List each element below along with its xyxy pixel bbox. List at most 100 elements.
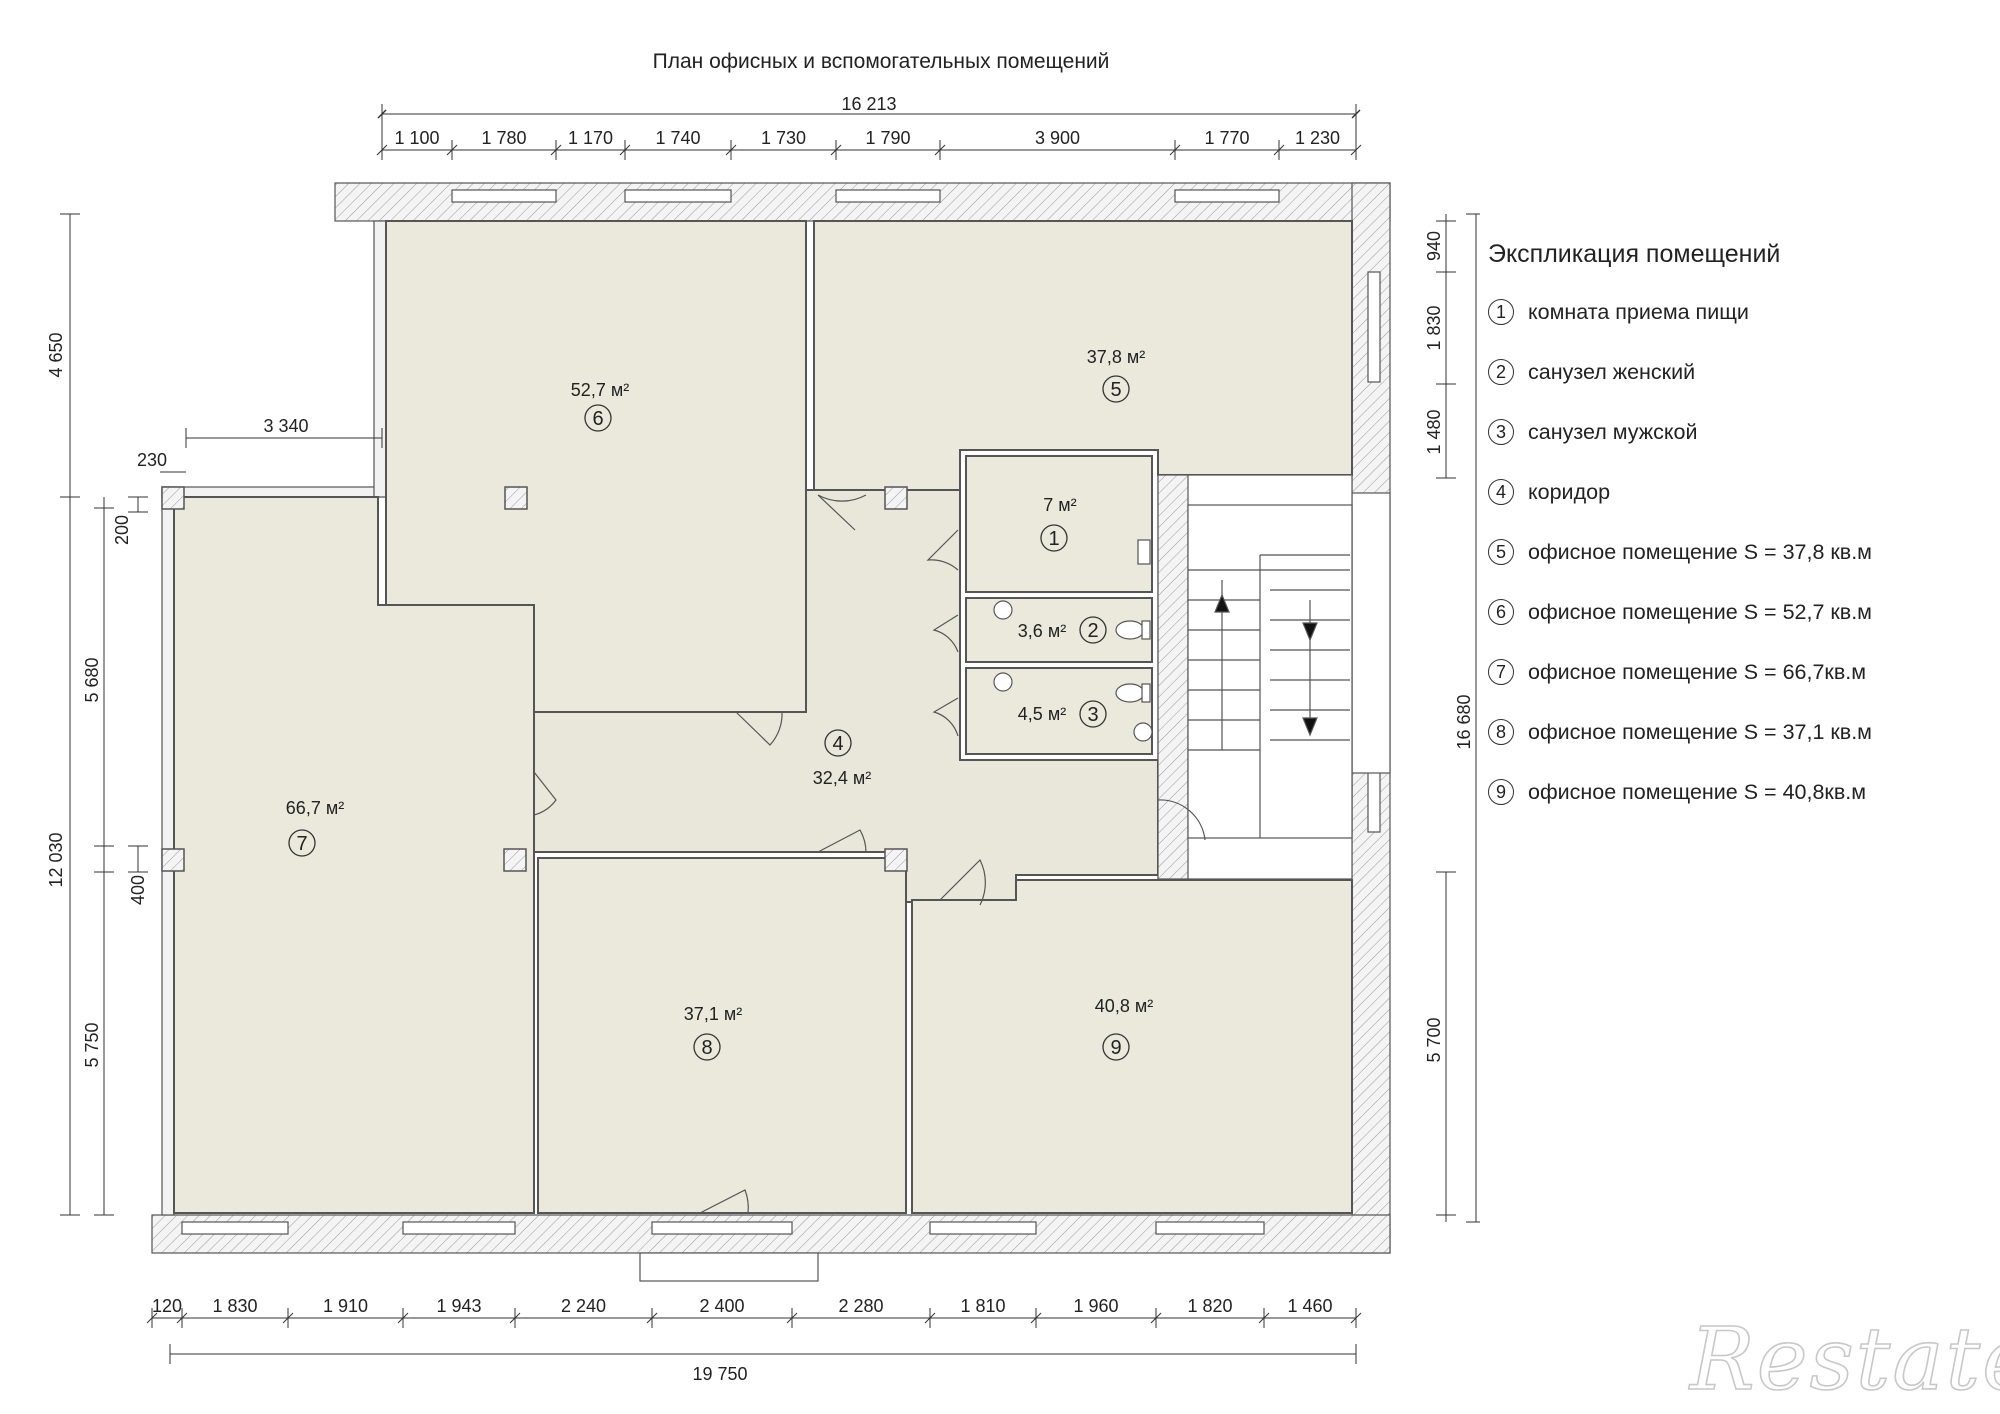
dimension-tick (1150, 1312, 1162, 1324)
legend-label: офисное помещение S = 52,7 кв.м (1528, 599, 1872, 624)
room-4-number: 4 (832, 733, 843, 755)
room-7-number: 7 (296, 833, 307, 855)
dim-bottom-segment: 2 400 (699, 1296, 744, 1316)
room-2-number: 2 (1087, 620, 1098, 642)
dim-left-200: 200 (112, 515, 132, 545)
left-dimensions (60, 213, 383, 1216)
room-7-area: 66,7 м² (286, 798, 344, 818)
dimension-tick (786, 1312, 798, 1324)
floor-plan: 7 м² 1 3,6 м² 2 4,5 м² 3 4 32,4 м² 37,8 … (46, 94, 1480, 1384)
dim-left-12030: 12 030 (46, 832, 66, 887)
room-8 (537, 857, 907, 1214)
legend-label: комната приема пищи (1528, 299, 1749, 324)
room-1-area: 7 м² (1043, 495, 1076, 515)
top-dimensions (376, 104, 1362, 160)
sink-icon (993, 600, 1013, 620)
dim-bottom-segment: 1 810 (960, 1296, 1005, 1316)
rooms (173, 220, 1353, 1214)
legend-label: офисное помещение S = 66,7кв.м (1528, 659, 1866, 684)
dim-left-4650: 4 650 (46, 332, 66, 377)
dim-right-16680: 16 680 (1454, 694, 1474, 749)
dim-bottom-segment: 1 820 (1187, 1296, 1232, 1316)
room-5-area: 37,8 м² (1087, 347, 1145, 367)
dimension-tick (176, 1312, 188, 1324)
dim-top-segment: 3 900 (1035, 128, 1080, 148)
dimension-tick (1169, 144, 1181, 156)
legend-number: 6 (1488, 599, 1514, 625)
dim-bottom-segment: 120 (152, 1296, 182, 1316)
room-labels: 7 м² 1 3,6 м² 2 4,5 м² 3 4 32,4 м² 37,8 … (286, 347, 1153, 1061)
legend-label: офисное помещение S = 37,8 кв.м (1528, 539, 1872, 564)
legend-label: коридор (1528, 479, 1611, 504)
dimension-tick (1350, 1312, 1362, 1324)
dimension-tick (924, 1312, 936, 1324)
dim-bottom-segment: 1 910 (323, 1296, 368, 1316)
room-9-number: 9 (1110, 1037, 1121, 1059)
dimension-tick (1258, 1312, 1270, 1324)
dimension-tick (282, 1312, 294, 1324)
dim-bottom-segment: 2 240 (561, 1296, 606, 1316)
room-8-area: 37,1 м² (684, 1004, 742, 1024)
dim-top-segment: 1 170 (568, 128, 613, 148)
watermark-logo: Restate (1689, 1309, 2000, 1411)
doors (533, 494, 986, 1214)
dim-top-total: 16 213 (841, 94, 896, 114)
dim-right-1480: 1 480 (1424, 409, 1444, 454)
legend-item: 4 коридор (1488, 477, 1988, 507)
dim-bottom-segment: 1 960 (1073, 1296, 1118, 1316)
room-5-number: 5 (1110, 379, 1121, 401)
legend-item: 6 офисное помещение S = 52,7 кв.м (1488, 597, 1988, 627)
legend-label: санузел женский (1528, 359, 1696, 384)
sink-icon (993, 672, 1013, 692)
dimension-tick (646, 1312, 658, 1324)
toilet-icon (1115, 683, 1145, 703)
dimension-tick (619, 144, 631, 156)
legend-number: 5 (1488, 539, 1514, 565)
dim-top-segment: 1 100 (394, 128, 439, 148)
dim-left-5750: 5 750 (82, 1022, 102, 1067)
dim-top-segment: 1 790 (865, 128, 910, 148)
legend-number: 2 (1488, 359, 1514, 385)
room-9 (911, 879, 1353, 1214)
dimension-tick (1350, 144, 1362, 156)
dim-top-segment: 1 730 (761, 128, 806, 148)
room-8-number: 8 (701, 1037, 712, 1059)
room-2-area: 3,6 м² (1018, 621, 1066, 641)
legend-number: 8 (1488, 719, 1514, 745)
dim-top-segment: 1 770 (1204, 128, 1249, 148)
dimension-tick (830, 144, 842, 156)
bottom-dimensions (146, 1308, 1362, 1364)
room-6-area: 52,7 м² (571, 380, 629, 400)
legend-label: офисное помещение S = 37,1 кв.м (1528, 719, 1872, 744)
toilet-icon (1115, 620, 1145, 640)
columns (161, 486, 908, 872)
legend-number: 3 (1488, 419, 1514, 445)
dim-left-5680: 5 680 (82, 657, 102, 702)
legend-title: Экспликация помещений (1488, 240, 1781, 268)
dim-step-3340: 3 340 (263, 416, 308, 436)
dim-right-1830: 1 830 (1424, 305, 1444, 350)
room-3-area: 4,5 м² (1018, 704, 1066, 724)
legend-number: 4 (1488, 479, 1514, 505)
dimension-tick (550, 144, 562, 156)
room-3-number: 3 (1087, 704, 1098, 726)
room-6-number: 6 (592, 408, 603, 430)
dimension-tick (376, 144, 388, 156)
room-1-number: 1 (1048, 528, 1059, 550)
sanitary-fixtures (993, 539, 1153, 742)
dim-bottom-segment: 1 460 (1287, 1296, 1332, 1316)
dim-right-940: 940 (1424, 231, 1444, 261)
dimension-tick (725, 144, 737, 156)
dimension-tick (1030, 1312, 1042, 1324)
dim-top-segment: 1 230 (1295, 128, 1340, 148)
dimension-tick (397, 1312, 409, 1324)
dimension-tick (509, 1312, 521, 1324)
legend-item: 2 санузел женский (1488, 357, 1988, 387)
legend-item: 8 офисное помещение S = 37,1 кв.м (1488, 717, 1988, 747)
legend-number: 9 (1488, 779, 1514, 805)
dim-left-230: 230 (137, 450, 167, 470)
